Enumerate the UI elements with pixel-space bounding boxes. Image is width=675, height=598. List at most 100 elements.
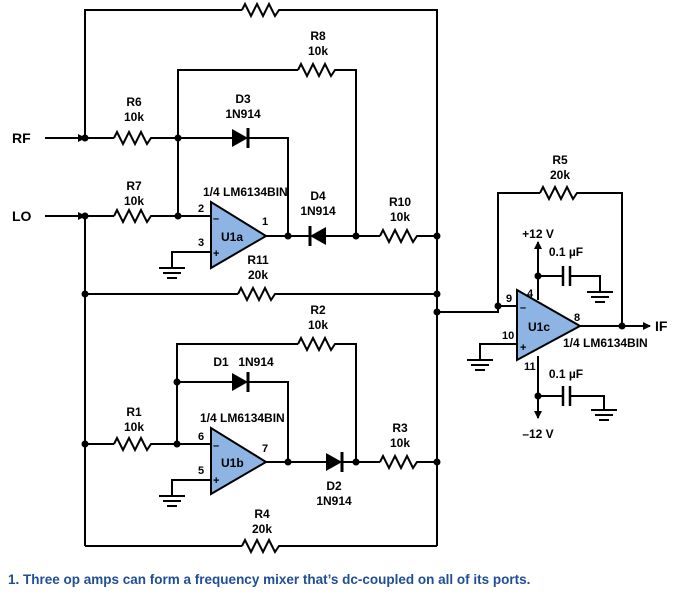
- port-lo-label: LO: [12, 208, 32, 224]
- junction-d1-left: [173, 378, 181, 386]
- wire-u1a-gnd: [171, 251, 211, 268]
- wire-r5-left: [497, 192, 540, 306]
- r6-value: 10k: [124, 110, 144, 124]
- junction-r10-bus: [433, 232, 441, 240]
- capacitor-top: [561, 266, 572, 286]
- supply-vminus-label: –12 V: [522, 427, 553, 441]
- opamp-u1a-inv-sign: –: [213, 213, 219, 225]
- capacitors: [561, 266, 572, 406]
- junction-lo: [81, 212, 89, 220]
- wire-r2-right: [338, 343, 357, 462]
- junction-u1a-inv: [174, 212, 182, 220]
- wire-r2-left: [176, 343, 298, 444]
- wire-r5-right: [580, 192, 623, 326]
- ground-u1c: [467, 359, 493, 371]
- resistor-r10: [379, 227, 420, 245]
- r3-value: 10k: [390, 436, 410, 450]
- junction-u1c-out: [618, 322, 626, 330]
- opamp-u1c-inv-sign: –: [520, 302, 526, 314]
- resistor-r7: [113, 207, 154, 225]
- d1-name: D1: [213, 355, 229, 369]
- r4-name: R4: [254, 507, 270, 521]
- resistor-r5: [539, 184, 580, 202]
- resistor-r3: [379, 453, 420, 471]
- diode-d4: [308, 226, 326, 246]
- junction-r11-right: [433, 290, 441, 298]
- junction-d2-r3: [352, 458, 360, 466]
- d2-name: D2: [326, 479, 342, 493]
- wire-d1-right: [248, 381, 289, 462]
- wire-top-right: [282, 9, 438, 294]
- wire-cap-bot-right: [570, 395, 605, 410]
- r1-name: R1: [126, 405, 142, 419]
- capacitor-bottom: [561, 386, 572, 406]
- resistor-r8: [297, 61, 338, 79]
- opamp-u1b-noninv-sign: +: [213, 475, 219, 487]
- r8-name: R8: [310, 29, 326, 43]
- port-rf-label: RF: [12, 130, 31, 146]
- r7-value: 10k: [124, 194, 144, 208]
- junction-vminus-cap: [534, 392, 542, 400]
- opamp-u1b-part: 1/4 LM6134BIN: [200, 411, 285, 425]
- grounds: [159, 267, 617, 507]
- junction-r11-left: [81, 290, 89, 298]
- opamp-u1a-pin-out: 1: [262, 216, 268, 228]
- d1-part: 1N914: [238, 355, 274, 369]
- opamp-u1a: U1a – + 2 3 1 1/4 LM6134BIN: [198, 185, 288, 270]
- opamp-u1c-noninv-sign: +: [520, 342, 526, 354]
- opamp-u1a-pin-inv: 2: [198, 203, 204, 215]
- diode-d2: [326, 452, 344, 472]
- cap-top-value: 0.1 µF: [549, 245, 583, 259]
- opamp-u1c-pin-out: 8: [574, 312, 580, 324]
- junction-d4-r10: [352, 232, 360, 240]
- d4-part: 1N914: [300, 204, 336, 218]
- wire-u1c-gnd: [479, 343, 517, 360]
- r1-value: 10k: [124, 420, 144, 434]
- r2-value: 10k: [308, 318, 328, 332]
- diode-d1: [232, 372, 250, 392]
- junction-vplus-cap: [534, 272, 542, 280]
- r2-name: R2: [310, 303, 326, 317]
- junction-u1a-out: [284, 232, 292, 240]
- junction-u1b-inv: [173, 440, 181, 448]
- wire-top-left: [84, 9, 242, 138]
- opamp-u1b-label: U1b: [221, 456, 244, 470]
- opamp-u1a-part: 1/4 LM6134BIN: [203, 185, 288, 199]
- diode-d3: [232, 128, 250, 148]
- figure-caption: 1. Three op amps can form a frequency mi…: [8, 572, 531, 587]
- r3-name: R3: [392, 421, 408, 435]
- r5-value: 20k: [550, 168, 570, 182]
- wire-r8-left: [177, 69, 298, 216]
- diodes: [232, 128, 344, 472]
- opamp-u1a-label: U1a: [221, 230, 243, 244]
- d2-part: 1N914: [316, 494, 352, 508]
- wire-to-u1c: [437, 305, 517, 313]
- junction-r3-bus: [433, 458, 441, 466]
- opamp-u1b: U1b – + 6 5 7 1/4 LM6134BIN: [198, 411, 285, 496]
- r10-name: R10: [389, 195, 411, 209]
- labels: RF LO IF R8 10k R6 10k R7 10k R10 10k R1…: [12, 29, 668, 536]
- r5-name: R5: [552, 153, 568, 167]
- wire-r8-right: [338, 69, 357, 236]
- opamp-u1a-pin-noninv: 3: [198, 237, 204, 249]
- opamp-u1b-pin-noninv: 5: [198, 465, 204, 477]
- r10-value: 10k: [390, 210, 410, 224]
- resistor-r11: [237, 285, 278, 303]
- d3-part: 1N914: [225, 107, 261, 121]
- opamp-u1b-pin-inv: 6: [198, 431, 204, 443]
- junction-u1b-out: [284, 458, 292, 466]
- junction-u1c-inv: [494, 302, 502, 310]
- resistor-r4: [241, 537, 282, 555]
- port-if-label: IF: [655, 318, 668, 334]
- opamp-u1c-pin-noninv: 10: [502, 330, 514, 342]
- wires: [45, 9, 651, 547]
- opamp-u1c-pin-vminus: 11: [524, 361, 536, 373]
- r8-value: 10k: [308, 44, 328, 58]
- junctions: [81, 134, 626, 466]
- ground-cap-bottom: [591, 409, 617, 421]
- supply-vplus-label: +12 V: [522, 227, 554, 241]
- junction-r1-left: [81, 440, 89, 448]
- junction-rf: [81, 134, 89, 142]
